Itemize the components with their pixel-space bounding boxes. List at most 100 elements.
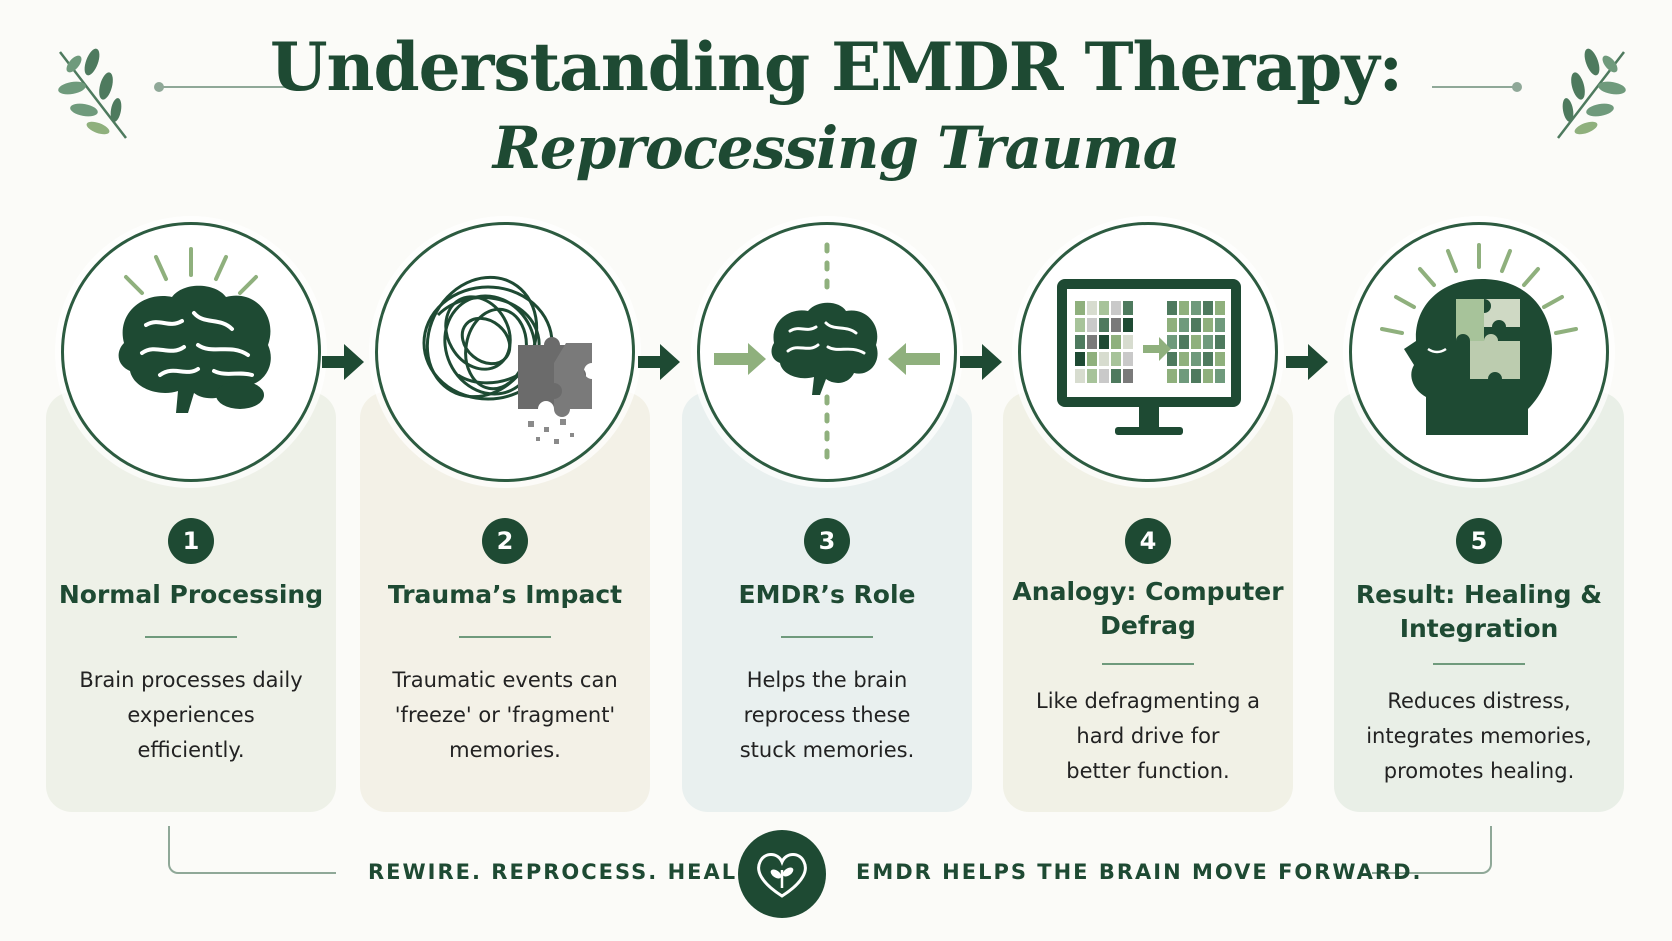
defrag-block: [1167, 301, 1177, 315]
defrag-after-grid: [1167, 301, 1225, 383]
heart-sprout-icon: [757, 853, 807, 898]
defrag-block: [1111, 318, 1121, 332]
defrag-block: [1203, 369, 1213, 383]
defrag-block: [1087, 369, 1097, 383]
step-1-badge: 1: [168, 518, 214, 564]
defrag-block: [1099, 335, 1109, 349]
defrag-block: [1179, 318, 1189, 332]
step-2-description-line: memories.: [449, 738, 561, 762]
step-3-title: EMDR’s Role: [738, 580, 916, 609]
arrow-2-to-3-icon: [638, 344, 680, 380]
title-deco-line-right: [1432, 86, 1516, 88]
defrag-block: [1215, 301, 1225, 315]
defrag-block: [1123, 335, 1133, 349]
step-1-circle: [61, 222, 321, 482]
defrag-block: [1087, 301, 1097, 315]
title-deco-dot-left: [154, 82, 164, 92]
step-5-description-line: promotes healing.: [1383, 759, 1575, 783]
defrag-block: [1087, 352, 1097, 366]
step-5-title-line: Result: Healing &: [1355, 580, 1603, 609]
step-4-description: Like defragmenting a hard drive for bett…: [1003, 684, 1293, 789]
leaf-sprig-right-icon: [1557, 48, 1626, 139]
step-3-description-line: stuck memories.: [739, 738, 915, 762]
step-3-divider: [781, 636, 873, 638]
defrag-block: [1215, 369, 1225, 383]
defrag-block: [1215, 352, 1225, 366]
footer-bracket-right: [1372, 826, 1492, 874]
step-1-description-line: efficiently.: [137, 738, 245, 762]
step-1-description-line: experiences: [127, 703, 255, 727]
defrag-block: [1123, 352, 1133, 366]
heart-badge: [738, 830, 826, 918]
step-1-title: Normal Processing: [58, 580, 324, 609]
step-5-badge: 5: [1456, 518, 1502, 564]
defrag-block: [1099, 301, 1109, 315]
defrag-block: [1203, 318, 1213, 332]
step-2-title: Trauma’s Impact: [387, 580, 623, 609]
defrag-block: [1099, 369, 1109, 383]
step-2-description-line: Traumatic events can: [392, 668, 618, 692]
defrag-block: [1191, 318, 1201, 332]
step-5-circle: [1349, 222, 1609, 482]
step-4-title-line: Analogy: Computer: [1012, 577, 1284, 606]
defrag-block: [1099, 318, 1109, 332]
defrag-block: [1075, 352, 1085, 366]
title-deco-line-left: [158, 86, 314, 88]
defrag-block: [1167, 369, 1177, 383]
defrag-block: [1179, 301, 1189, 315]
title-line-2: Reprocessing Trauma: [492, 114, 1181, 182]
title-area: Understanding EMDR Therapy: Reprocessing…: [0, 0, 1672, 200]
step-4-divider: [1102, 663, 1194, 665]
defrag-block: [1203, 352, 1213, 366]
step-5-description: Reduces distress, integrates memories, p…: [1334, 684, 1624, 789]
defrag-block: [1087, 318, 1097, 332]
defrag-block: [1167, 318, 1177, 332]
step-4-badge: 4: [1125, 518, 1171, 564]
computer-defrag-icon: [1057, 279, 1241, 435]
arrow-1-to-2-icon: [322, 344, 364, 380]
step-5-description-line: Reduces distress,: [1387, 689, 1571, 713]
step-3-description: Helps the brain reprocess these stuck me…: [682, 663, 972, 768]
step-3-description-line: reprocess these: [743, 703, 911, 727]
defrag-block: [1111, 335, 1121, 349]
step-4-description-line: Like defragmenting a: [1036, 689, 1260, 713]
defrag-block: [1191, 352, 1201, 366]
footer-tagline-left: REWIRE. REPROCESS. HEAL.: [368, 860, 748, 884]
arrow-3-to-4-icon: [960, 344, 1002, 380]
defrag-before-grid: [1075, 301, 1133, 383]
step-3-circle: [697, 222, 957, 482]
defrag-block: [1191, 369, 1201, 383]
step-4-circle: [1018, 222, 1278, 482]
defrag-block: [1111, 301, 1121, 315]
step-2-description: Traumatic events can 'freeze' or 'fragme…: [360, 663, 650, 768]
step-2-divider: [459, 636, 551, 638]
title-line-1: Understanding EMDR Therapy:: [269, 28, 1403, 106]
step-1-description: Brain processes daily experiences effici…: [46, 663, 336, 768]
defrag-block: [1087, 335, 1097, 349]
footer-bracket-left: [168, 826, 336, 874]
title-deco-dot-right: [1512, 82, 1522, 92]
step-5-title: Result: Healing & Integration: [1334, 578, 1624, 646]
defrag-block: [1203, 335, 1213, 349]
defrag-block: [1075, 301, 1085, 315]
defrag-block: [1179, 369, 1189, 383]
defrag-block: [1075, 369, 1085, 383]
defrag-block: [1203, 301, 1213, 315]
step-3-description-line: Helps the brain: [746, 668, 908, 692]
defrag-block: [1179, 335, 1189, 349]
defrag-block: [1167, 352, 1177, 366]
defrag-block: [1179, 352, 1189, 366]
step-5-divider: [1433, 663, 1525, 665]
step-4-title-line: Defrag: [1100, 611, 1196, 640]
defrag-block: [1123, 318, 1133, 332]
step-2-badge: 2: [482, 518, 528, 564]
defrag-block: [1099, 352, 1109, 366]
step-2-description-line: 'freeze' or 'fragment': [394, 703, 616, 727]
step-5-description-line: integrates memories,: [1366, 724, 1592, 748]
defrag-block: [1215, 335, 1225, 349]
defrag-block: [1075, 318, 1085, 332]
defrag-block: [1123, 301, 1133, 315]
step-4-description-line: hard drive for: [1076, 724, 1220, 748]
defrag-block: [1111, 369, 1121, 383]
footer-tagline-right: EMDR HELPS THE BRAIN MOVE FORWARD.: [856, 860, 1423, 884]
